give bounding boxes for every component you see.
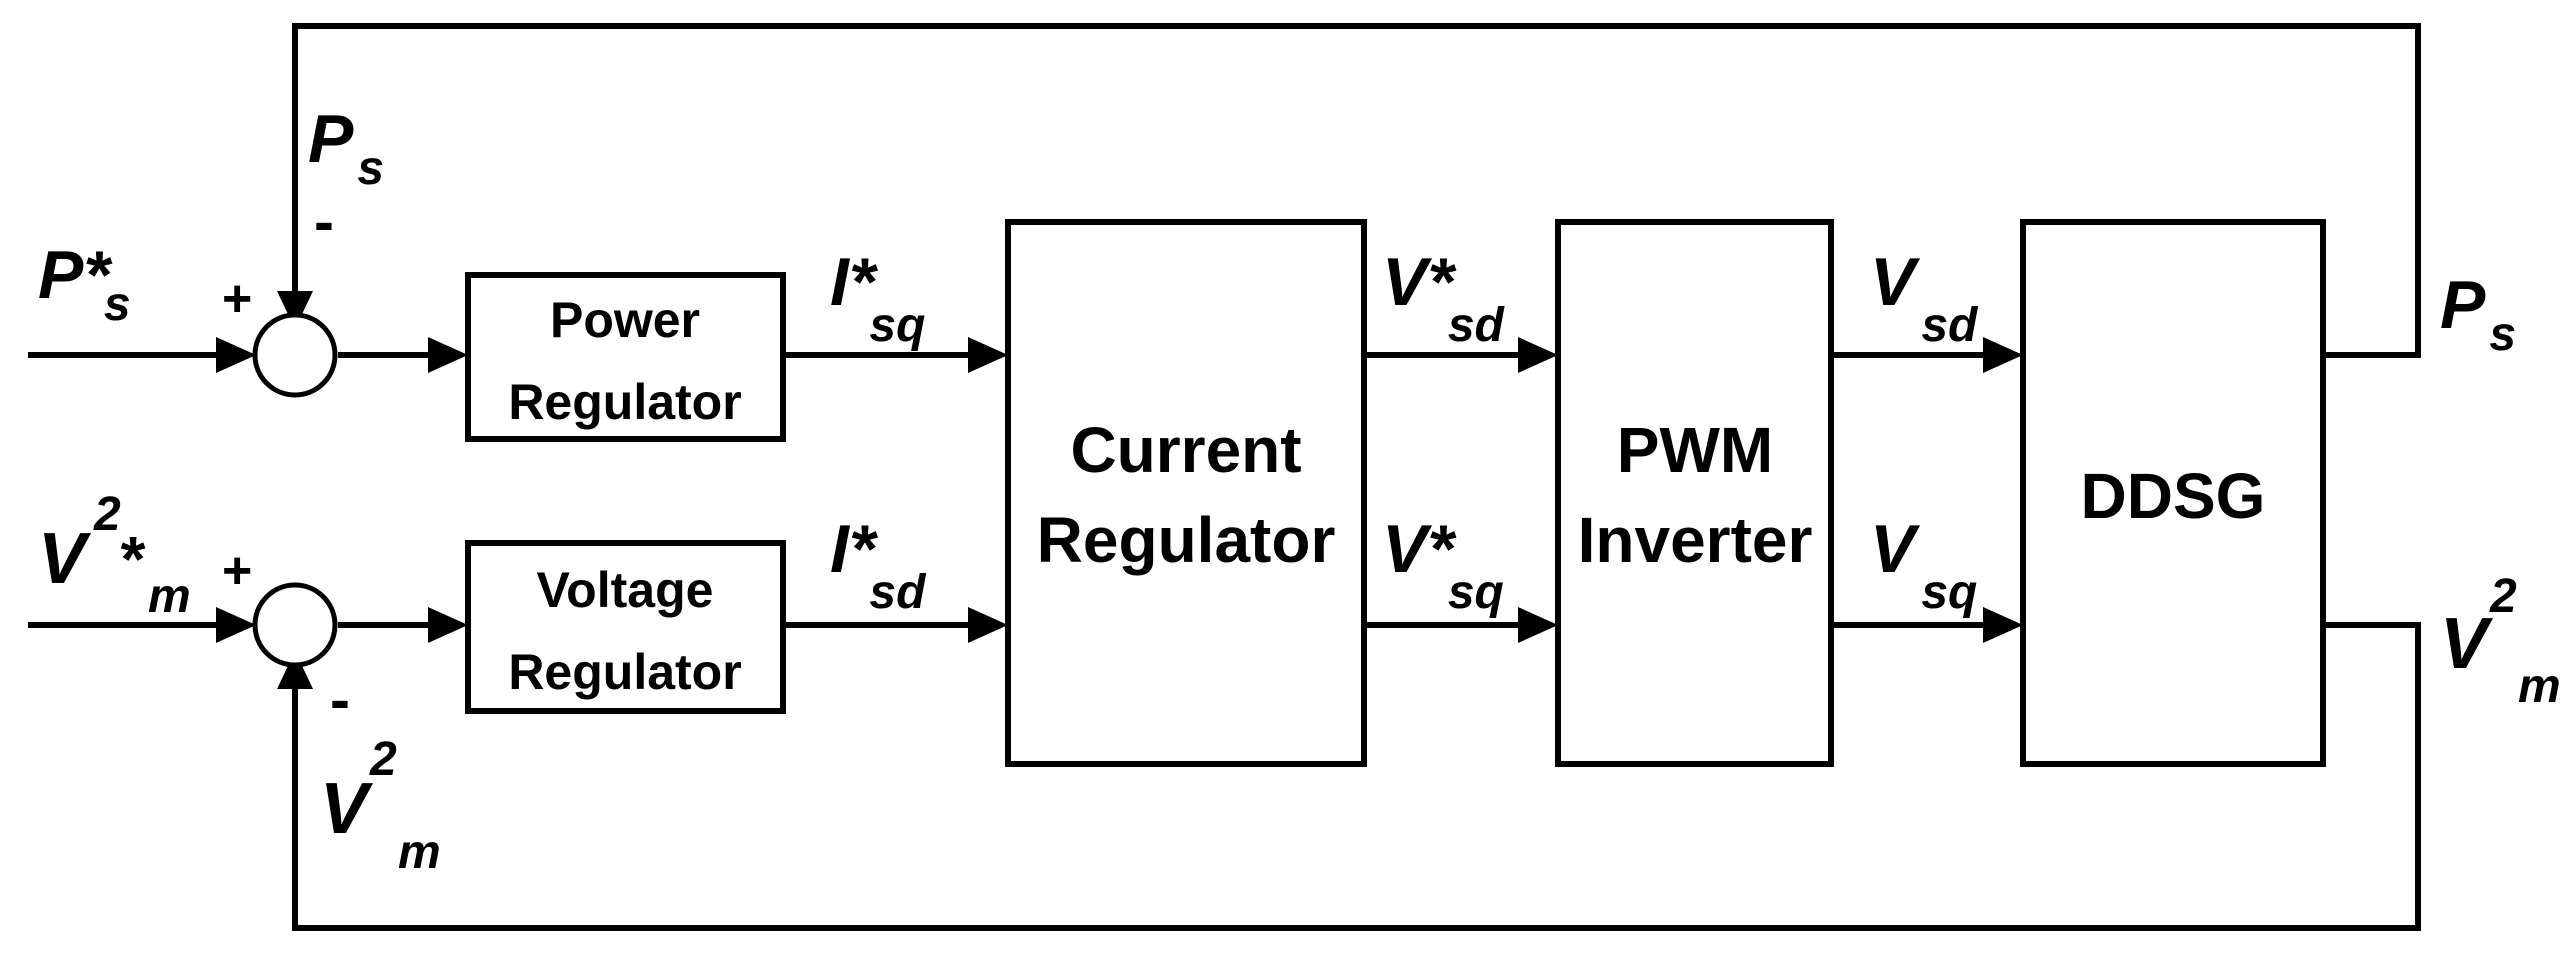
- voltage-summing-junction: [252, 582, 338, 668]
- vm2-out-label: V 2 m: [2440, 570, 2561, 713]
- svg-text:2: 2: [2489, 570, 2517, 623]
- vm2-ref-label: V 2 * m: [38, 488, 191, 623]
- arrow-into-ddsg-d: [1983, 337, 2023, 373]
- arrow-into-power-sum: [216, 337, 256, 373]
- power-regulator-label-1: Power: [550, 292, 700, 348]
- arrow-into-voltage-sum: [216, 607, 256, 643]
- power-feedback-wire: [292, 23, 2421, 358]
- arrow-into-ddsg-q: [1983, 607, 2023, 643]
- pwm-inverter-label-1: PWM: [1617, 414, 1773, 486]
- vsq-label: Vsq: [1870, 511, 1977, 619]
- svg-text:V: V: [2440, 604, 2494, 684]
- svg-text:m: m: [398, 826, 441, 879]
- voltage-sum-minus-sign: -: [330, 666, 350, 733]
- isd-ref-label: I*sd: [830, 511, 927, 619]
- ps-ref-label: P*s: [38, 237, 131, 331]
- vsd-label: Vsd: [1870, 244, 1979, 352]
- vsd-ref-label: V*sd: [1382, 244, 1506, 352]
- arrow-into-current-regulator-d: [968, 607, 1008, 643]
- ddsg-block: DDSG: [2020, 219, 2326, 767]
- voltage-regulator-block: Voltage Regulator: [465, 540, 786, 714]
- vsq-ref-label: V*sq: [1382, 511, 1504, 619]
- current-regulator-block: Current Regulator: [1005, 219, 1367, 767]
- svg-text:2: 2: [369, 733, 397, 786]
- svg-text:V: V: [320, 769, 374, 849]
- arrow-into-voltage-regulator: [428, 607, 468, 643]
- power-regulator-block: Power Regulator: [465, 272, 786, 442]
- current-regulator-label-1: Current: [1070, 414, 1301, 486]
- wires: [28, 23, 2421, 931]
- vm2-feedback-label: V 2 m: [320, 733, 441, 879]
- svg-text:*: *: [118, 523, 146, 595]
- svg-text:m: m: [148, 570, 191, 623]
- arrowheads: [216, 291, 2023, 689]
- arrow-power-feedback-into-sum: [277, 291, 313, 329]
- voltage-regulator-label-1: Voltage: [537, 562, 714, 618]
- power-sum-plus-sign: +: [222, 270, 252, 328]
- ps-out-label: Ps: [2440, 267, 2516, 361]
- voltage-sum-plus-sign: +: [222, 542, 252, 600]
- svg-text:2: 2: [93, 488, 121, 541]
- arrow-into-pwm-q: [1518, 607, 1558, 643]
- arrow-into-current-regulator-q: [968, 337, 1008, 373]
- arrow-voltage-feedback-into-sum: [277, 651, 313, 689]
- ddsg-label: DDSG: [2081, 460, 2266, 532]
- power-summing-junction: [252, 312, 338, 398]
- arrow-into-power-regulator: [428, 337, 468, 373]
- power-sum-minus-sign: -: [314, 188, 334, 255]
- isq-ref-label: I*sq: [830, 244, 925, 352]
- pwm-inverter-label-2: Inverter: [1578, 504, 1813, 576]
- voltage-feedback-wire: [292, 622, 2421, 931]
- arrow-into-pwm-d: [1518, 337, 1558, 373]
- current-regulator-label-2: Regulator: [1037, 504, 1336, 576]
- pwm-inverter-block: PWM Inverter: [1555, 219, 1834, 767]
- power-regulator-label-2: Regulator: [508, 374, 741, 430]
- ps-feedback-label: Ps: [308, 101, 384, 195]
- voltage-regulator-label-2: Regulator: [508, 644, 741, 700]
- svg-text:m: m: [2518, 660, 2561, 713]
- svg-text:V: V: [38, 519, 92, 599]
